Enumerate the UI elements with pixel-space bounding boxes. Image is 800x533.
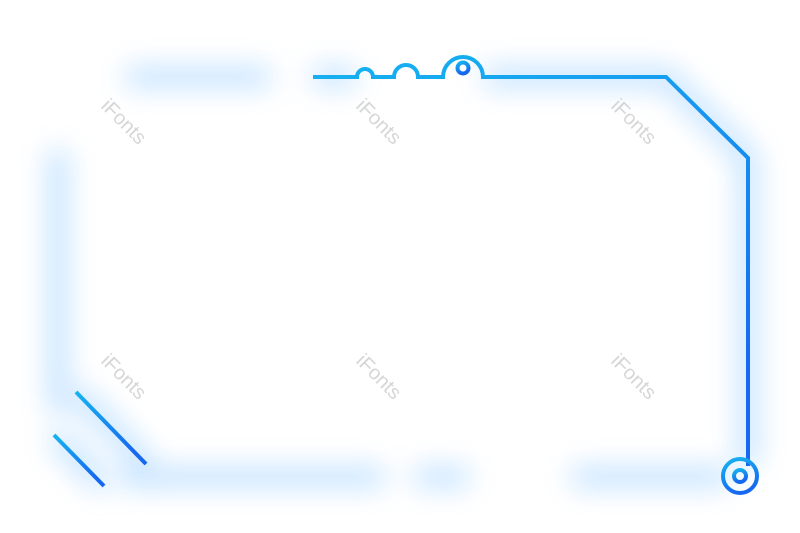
corner-ring-outer xyxy=(721,457,759,495)
top-bumps-segment xyxy=(313,55,750,466)
bottom-left-slash-lower xyxy=(52,433,106,488)
frame-glow xyxy=(47,68,757,493)
frame-outline xyxy=(52,55,759,495)
corner-ring-inner xyxy=(732,468,748,484)
top-ring-inner xyxy=(455,60,471,76)
bottom-left-slash-upper xyxy=(74,390,148,466)
